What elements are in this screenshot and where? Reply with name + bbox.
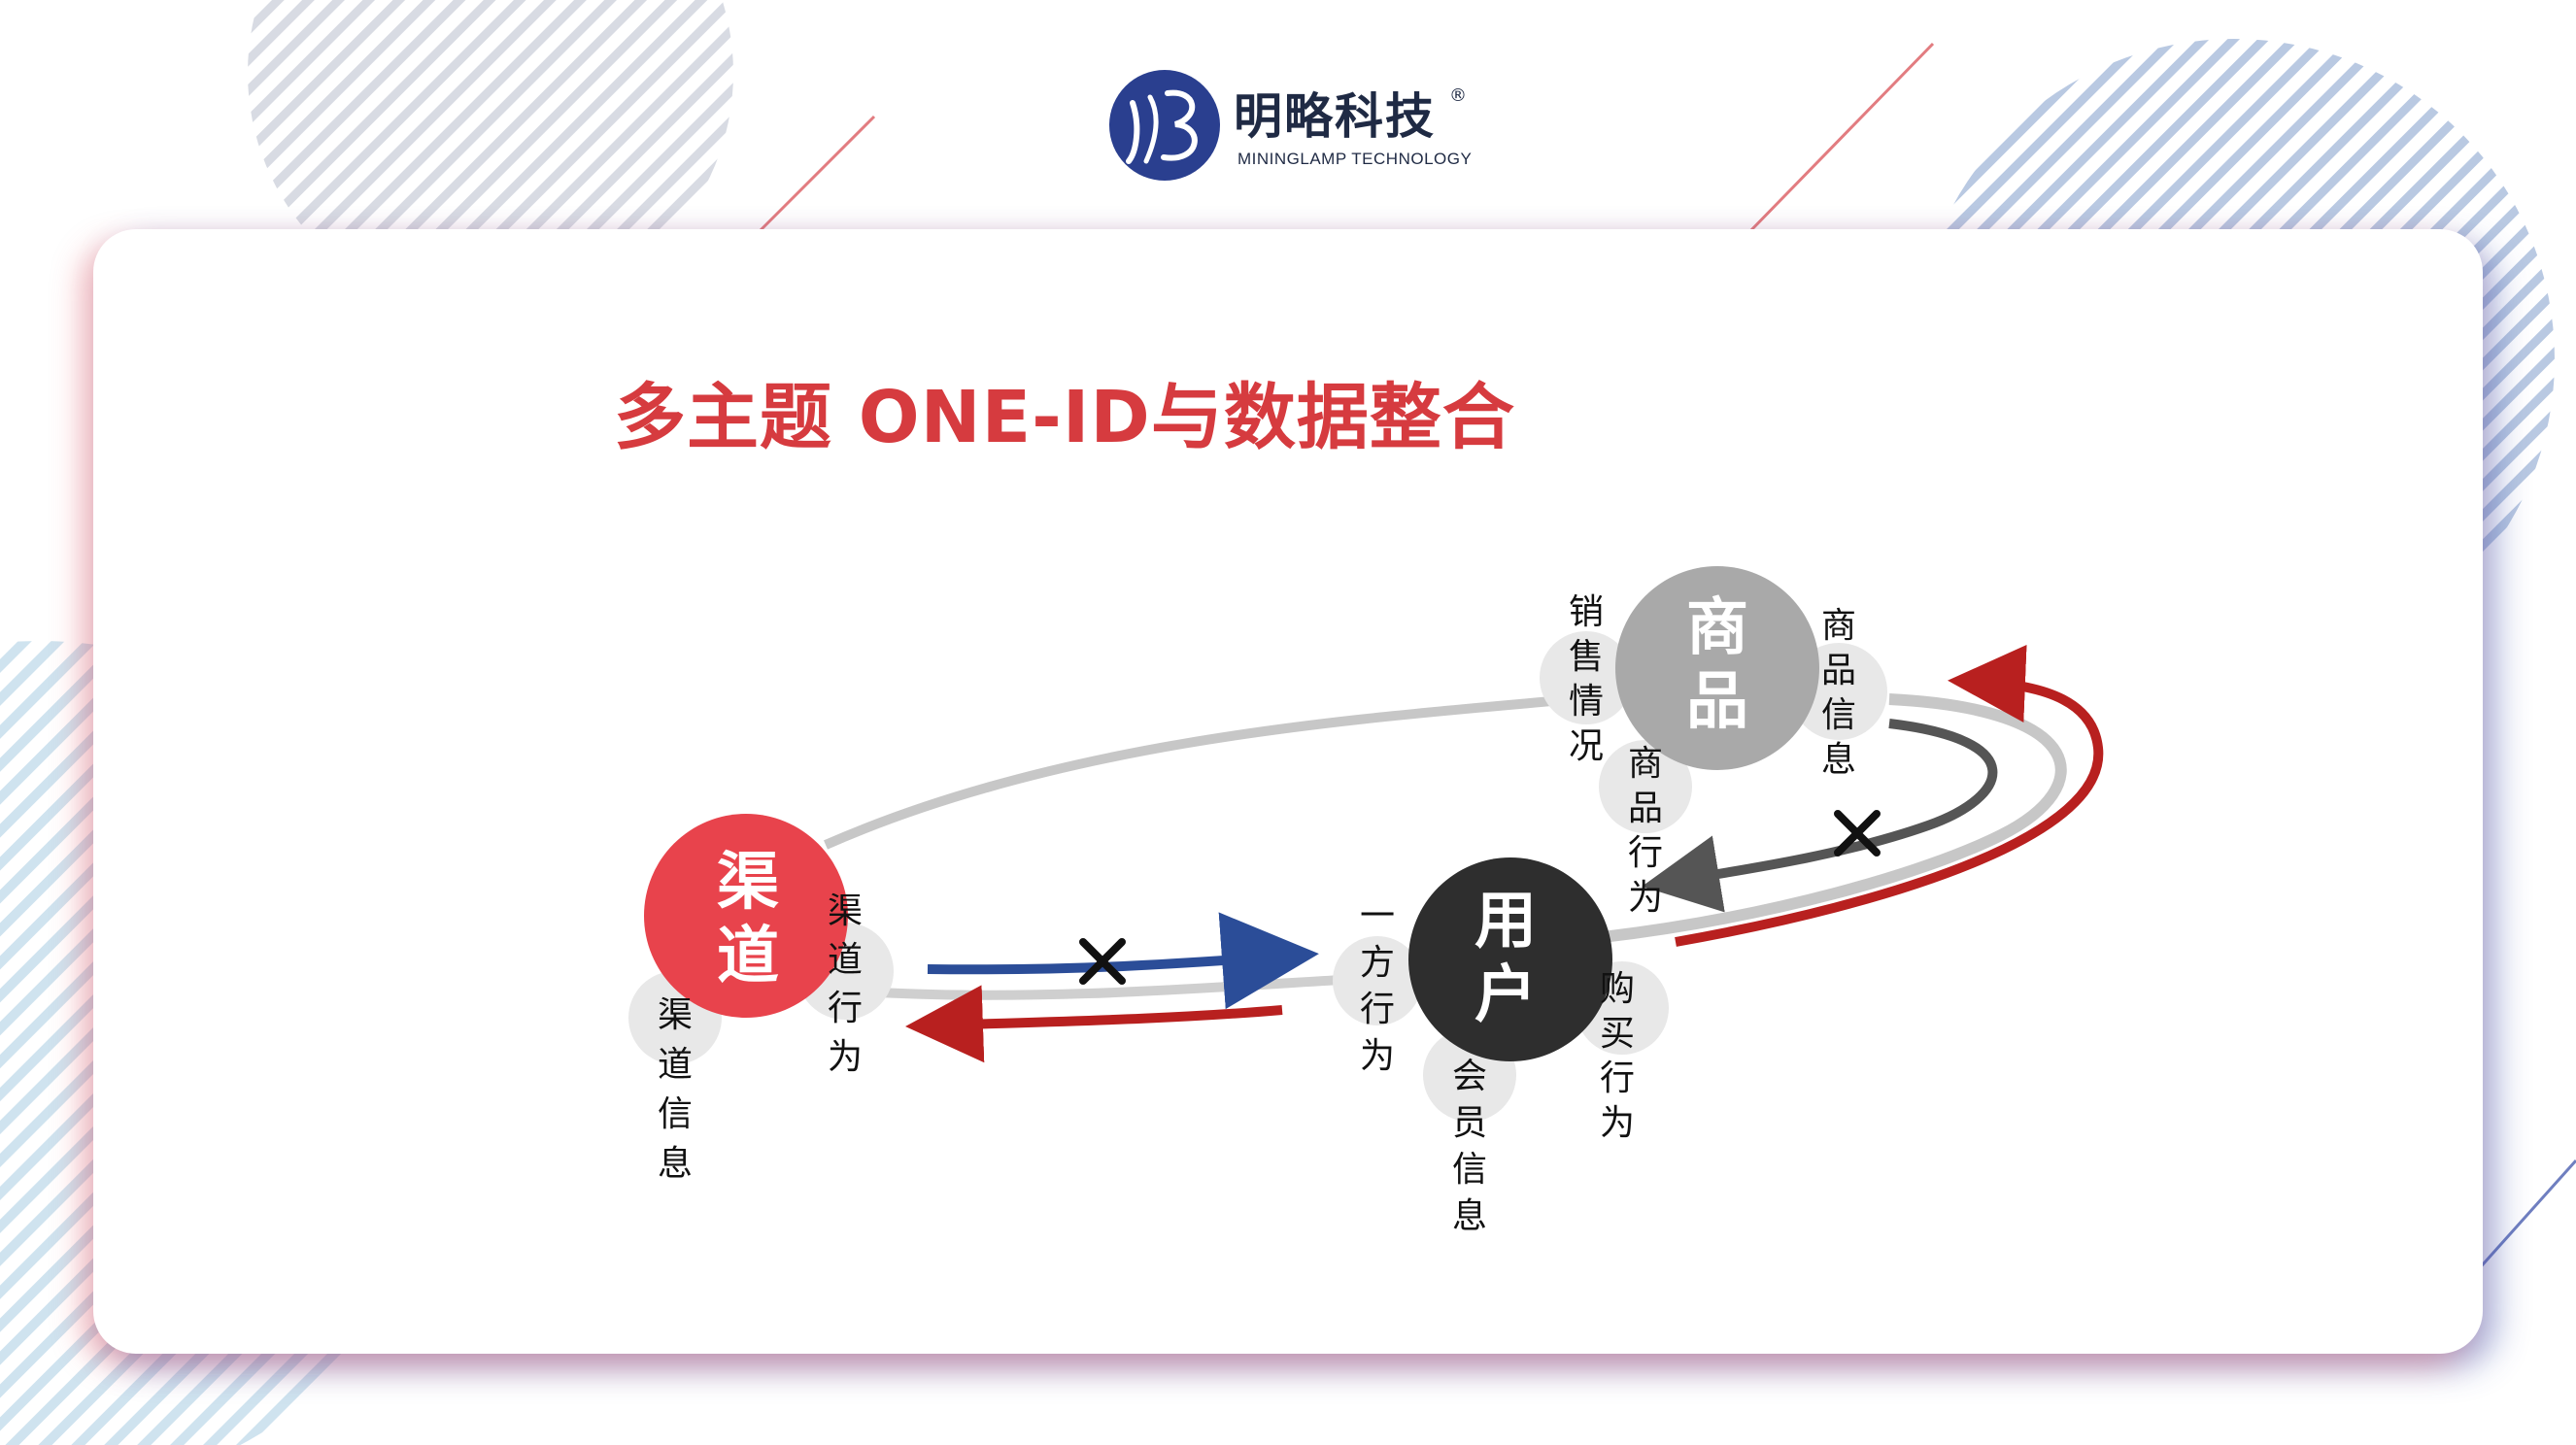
satellite-product-behavior	[1599, 740, 1692, 833]
label-sales-3: 情	[1569, 682, 1604, 722]
label-channel-behavior-3: 行	[828, 989, 863, 1028]
label-channel-info-4: 息	[658, 1144, 693, 1184]
label-product-info-2: 品	[1821, 651, 1856, 690]
label-purchase-2: 买	[1600, 1014, 1635, 1054]
label-member-info-1: 会	[1452, 1057, 1487, 1096]
label-channel-behavior-2: 道	[828, 940, 863, 980]
arrow-user-to-product	[1675, 645, 2104, 947]
label-purchase-1: 购	[1600, 969, 1635, 1009]
label-sales-1: 销	[1569, 592, 1604, 632]
registered-mark: ®	[1449, 85, 1467, 106]
arrow-user-to-channel	[905, 985, 1283, 1063]
brand-name-cn: 明略科技	[1234, 88, 1436, 145]
label-member-info-3: 信	[1452, 1150, 1487, 1190]
arrow-channel-to-user	[927, 912, 1319, 1010]
blocked-cross-icon	[1834, 810, 1881, 857]
label-product-behavior-1: 商	[1628, 744, 1663, 784]
node-user-label-1: 用	[1474, 886, 1537, 958]
label-sales-4: 况	[1569, 726, 1604, 766]
accent-line-bottom-right	[2465, 1159, 2576, 1284]
label-channel-info-1: 渠	[658, 995, 693, 1035]
label-product-behavior-3: 行	[1628, 833, 1663, 873]
satellite-first-party	[1333, 936, 1422, 1025]
node-channel-label-1: 渠	[717, 847, 779, 919]
slide-title: 多主题 ONE-ID与数据整合	[614, 376, 1515, 459]
label-product-info-1: 商	[1821, 606, 1856, 646]
node-product	[1615, 566, 1819, 770]
label-first-party-4: 为	[1360, 1036, 1395, 1076]
label-first-party-3: 行	[1360, 990, 1395, 1029]
node-product-label-2: 品	[1686, 666, 1748, 738]
label-channel-info-3: 信	[658, 1094, 693, 1134]
label-member-info-2: 员	[1452, 1103, 1487, 1143]
brand-logo: 明略科技 ® MININGLAMP TECHNOLOGY	[1107, 64, 1476, 190]
node-user-label-2: 户	[1474, 959, 1537, 1031]
label-channel-behavior-4: 为	[828, 1037, 863, 1077]
label-sales-2: 售	[1569, 637, 1604, 677]
node-product-label-1: 商	[1686, 592, 1748, 664]
accent-line-right	[1746, 42, 1935, 235]
arrow-product-to-user	[1642, 719, 1998, 913]
label-purchase-3: 行	[1600, 1059, 1635, 1098]
accent-line-left	[756, 115, 876, 235]
label-first-party-1: 一	[1360, 896, 1395, 936]
label-purchase-4: 为	[1600, 1103, 1635, 1143]
label-product-info-4: 息	[1821, 740, 1856, 780]
node-channel	[644, 814, 848, 1018]
orbit-channel-product	[823, 694, 1575, 850]
node-user	[1408, 857, 1612, 1061]
orbit-product-user	[1602, 693, 2067, 943]
mininglamp-logo-icon	[1109, 70, 1220, 181]
label-product-behavior-2: 品	[1628, 789, 1663, 828]
label-channel-behavior-1: 渠	[828, 891, 863, 931]
label-channel-info-2: 道	[658, 1045, 693, 1085]
label-first-party-2: 方	[1360, 943, 1395, 983]
label-product-behavior-4: 为	[1628, 878, 1663, 918]
brand-name-en: MININGLAMP TECHNOLOGY	[1237, 150, 1473, 168]
label-member-info-4: 息	[1452, 1196, 1487, 1236]
label-product-info-3: 信	[1821, 695, 1856, 735]
node-channel-label-2: 道	[717, 921, 779, 992]
satellite-sales	[1540, 631, 1633, 724]
blocked-cross-icon	[1079, 938, 1126, 985]
